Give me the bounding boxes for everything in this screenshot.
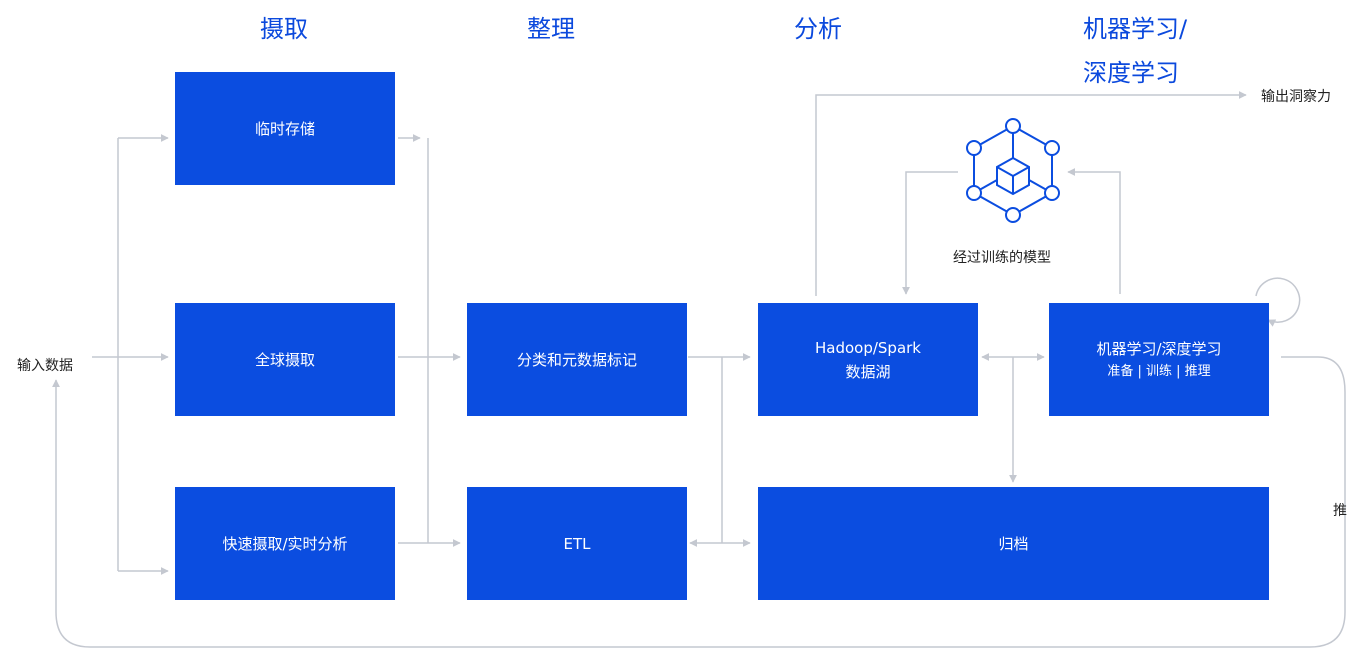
classify-metadata-label: 分类和元数据标记	[516, 350, 637, 369]
inference-edge-label: 推	[1333, 503, 1347, 519]
model-network-icon	[966, 118, 1060, 223]
fast-capture-box: 快速摄取/实时分析	[175, 487, 395, 600]
temp-storage-box: 临时存储	[175, 72, 395, 185]
global-capture-label: 全球摄取	[254, 350, 315, 369]
hadoop-spark-box: Hadoop/Spark 数据湖	[758, 303, 978, 416]
header-ml-line1: 机器学习/	[1083, 15, 1188, 43]
etl-box: ETL	[467, 487, 687, 600]
output-insights-line	[815, 91, 1247, 296]
model-to-hadoop-arrow	[902, 171, 958, 295]
global-capture-box: 全球摄取	[175, 303, 395, 416]
inference-feedback-loop	[52, 356, 1346, 648]
cycle-icon	[1255, 277, 1301, 327]
ml-dl-box: 机器学习/深度学习 准备 | 训练 | 推理	[1049, 303, 1269, 416]
temp-storage-label: 临时存储	[254, 119, 315, 138]
data-lake-label: 数据湖	[845, 362, 891, 381]
header-capture: 摄取	[260, 15, 308, 43]
input-data-label: 输入数据	[17, 358, 73, 374]
header-analyze: 分析	[794, 15, 842, 43]
etl-label: ETL	[563, 534, 591, 553]
hadoop-spark-label: Hadoop/Spark	[814, 338, 921, 357]
header-organize: 整理	[527, 15, 575, 43]
fast-capture-label: 快速摄取/实时分析	[222, 534, 348, 553]
prepare-train-infer-label: 准备 | 训练 | 推理	[1107, 363, 1211, 379]
output-insights-label: 输出洞察力	[1261, 89, 1331, 105]
archive-box: 归档	[758, 487, 1269, 600]
ml-to-model-arrow	[1067, 168, 1121, 294]
archive-label: 归档	[998, 534, 1029, 553]
header-ml-line2: 深度学习	[1083, 59, 1179, 87]
classify-metadata-box: 分类和元数据标记	[467, 303, 687, 416]
trained-model-label: 经过训练的模型	[953, 250, 1051, 266]
ml-dl-label: 机器学习/深度学习	[1096, 339, 1222, 358]
